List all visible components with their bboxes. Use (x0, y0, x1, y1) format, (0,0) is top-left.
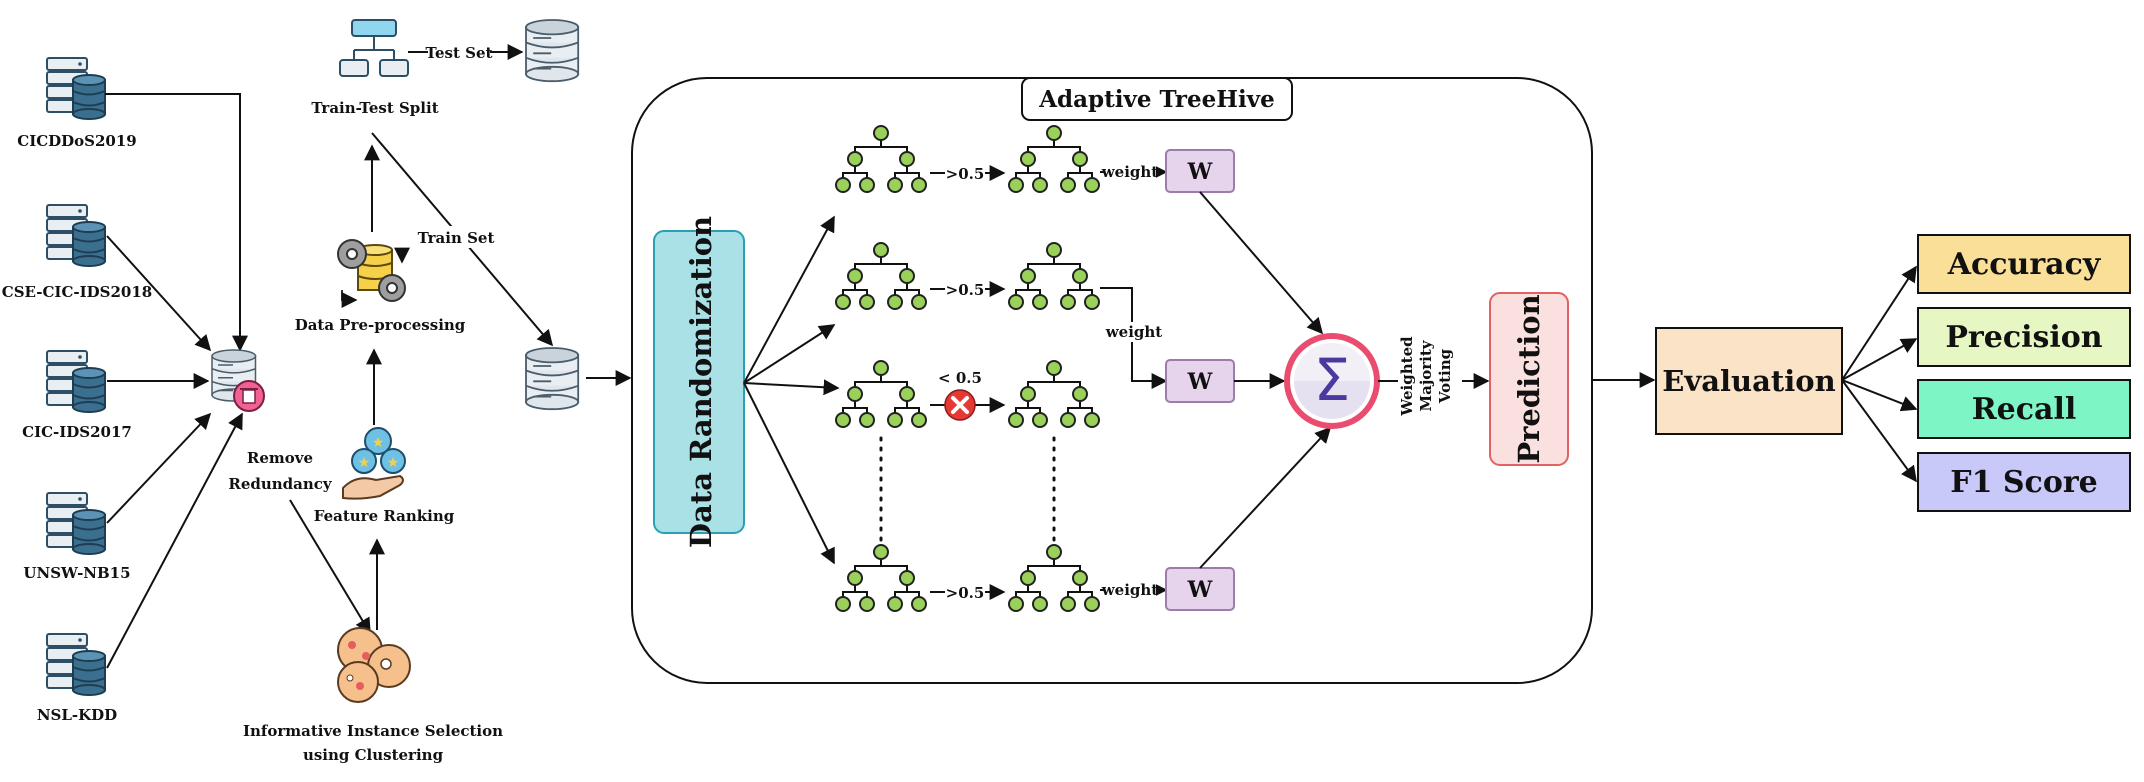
clustering-label-2: using Clustering (303, 746, 444, 764)
tree-icon (835, 242, 927, 310)
tree-icon (835, 544, 927, 612)
metric-f1-score-box (1917, 452, 2131, 512)
test-set-label: Test Set (426, 44, 493, 62)
metric-accuracy-box (1917, 234, 2131, 294)
dataset-label-cicddos2019: CICDDoS2019 (17, 132, 137, 150)
evaluation-label: Evaluation (1662, 364, 1835, 398)
voting-label-2: Majority (1417, 339, 1435, 411)
arrow-to-tree-1 (743, 215, 835, 384)
dataset-label-unsw-nb15: UNSW-NB15 (23, 564, 130, 582)
row4-weight-label: weight (1101, 581, 1159, 599)
arrow-to-recall (1841, 379, 1918, 412)
server-database-icon (46, 492, 106, 555)
arrow-to-precision (1841, 338, 1918, 381)
dataset-label-nsl-kdd: NSL-KDD (37, 706, 117, 724)
flowchart-icon (339, 19, 409, 77)
test-set-database-icon (525, 19, 580, 83)
arrow-to-clustering (289, 499, 371, 635)
svg-text:★: ★ (358, 455, 371, 471)
sum-icon: Σ (1284, 333, 1380, 429)
server-database-icon (46, 57, 106, 120)
server-database-icon (46, 204, 106, 267)
row2-threshold-label: >0.5 (946, 281, 985, 299)
metric-f1-score-label: F1 Score (1950, 465, 2097, 500)
row1-threshold-label: >0.5 (946, 165, 985, 183)
server-database-icon (46, 633, 106, 696)
clustering-label: Informative Instance Selection (243, 722, 503, 740)
prediction-label: Prediction (1512, 294, 1546, 463)
preprocessing-label: Data Pre-processing (295, 316, 466, 334)
clusters-icon (337, 627, 411, 703)
metric-recall-box (1917, 379, 2131, 439)
row4-threshold-label: >0.5 (946, 584, 985, 602)
tree-icon (1008, 360, 1100, 428)
feature-ranking-label: Feature Ranking (314, 507, 455, 525)
svg-text:Σ: Σ (1314, 346, 1351, 414)
voting-label-1: Weighted (1398, 336, 1416, 417)
arrow-cse-cic-ids2018 (106, 235, 212, 352)
merge-database-icon (211, 349, 265, 412)
arrow-w1-to-sum (1199, 191, 1324, 335)
tree-icon (1008, 242, 1100, 310)
arrow-nsl-kdd (106, 412, 243, 669)
treehive-title: Adaptive TreeHive (1038, 86, 1275, 113)
weight-box-2-label: W (1187, 369, 1213, 395)
evaluation-box (1655, 327, 1843, 435)
arrow-cicddos2019 (105, 93, 248, 352)
dataset-label-cse-cic-ids2018: CSE-CIC-IDS2018 (2, 283, 152, 301)
svg-text:★: ★ (372, 435, 385, 451)
metric-precision-label: Precision (1945, 320, 2102, 355)
arrow-unsw-nb15 (106, 412, 212, 524)
arrow-to-tree-2 (743, 324, 836, 384)
row1-weight-label: weight (1101, 163, 1159, 181)
voting-label-3: Voting (1436, 348, 1454, 404)
row3-threshold-label: < 0.5 (938, 369, 982, 387)
treehive-title-box (1021, 77, 1293, 121)
gears-database-icon (337, 239, 410, 308)
data-randomization-label: Data Randomization (684, 216, 718, 548)
tree-icon (1008, 125, 1100, 193)
tree-icon (1008, 544, 1100, 612)
arrow-to-accuracy (1841, 265, 1917, 381)
metric-accuracy-label: Accuracy (1947, 247, 2102, 282)
remove-redundancy-label: Remove (247, 449, 313, 467)
row2-weight-label: weight (1105, 323, 1163, 341)
train-test-split-label: Train-Test Split (311, 99, 438, 117)
tree-icon (835, 360, 927, 428)
arrow-to-tree-4 (743, 382, 835, 565)
hand-stars-icon: ★ ★ ★ (342, 427, 406, 500)
train-set-label: Train Set (418, 229, 495, 247)
arrow-w4-to-sum (1199, 426, 1332, 569)
metric-recall-label: Recall (1972, 392, 2077, 427)
prediction-box (1489, 292, 1569, 466)
arrow-to-f1-score (1841, 379, 1917, 483)
reject-icon (944, 389, 976, 421)
dataset-label-cic-ids2017: CIC-IDS2017 (22, 423, 132, 441)
arrow-to-tree-3 (743, 379, 840, 396)
tree-icon (835, 125, 927, 193)
weight-box-4-label: W (1187, 577, 1213, 603)
weight-box-1-label: W (1187, 159, 1213, 185)
metric-precision-box (1917, 307, 2131, 367)
svg-text:★: ★ (387, 455, 400, 471)
train-set-database-icon (525, 347, 580, 411)
server-database-icon (46, 350, 106, 413)
remove-redundancy-label-2: Redundancy (228, 475, 333, 493)
